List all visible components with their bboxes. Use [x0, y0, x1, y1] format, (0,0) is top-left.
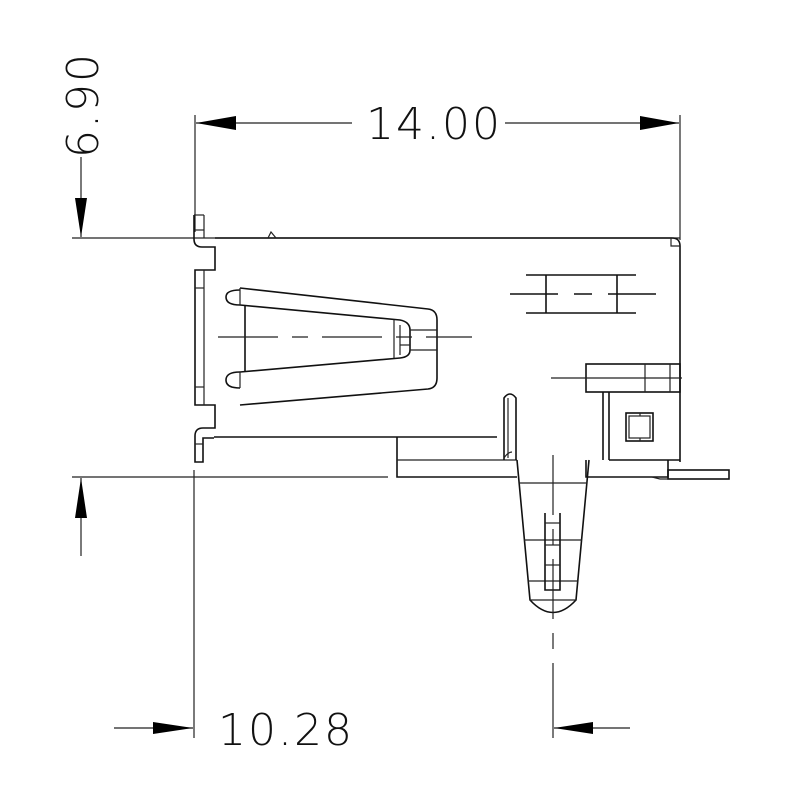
connector-body: [193, 214, 730, 480]
dimension-label-14: 14.00: [366, 99, 502, 150]
arrow-up-icon: [75, 478, 87, 518]
dimension-pin-offset: 10.28: [114, 470, 630, 756]
arrow-right-icon: [640, 116, 679, 130]
connector-pin: [516, 455, 590, 668]
dimension-label-10-28: 10.28: [218, 705, 354, 756]
arrow-down-icon: [75, 198, 87, 237]
arrow-left-icon: [554, 722, 593, 734]
arrow-right-icon: [153, 722, 193, 734]
dimension-overall-length: 14.00: [194, 99, 681, 240]
dimension-label-6-90: 6.90: [58, 52, 109, 158]
window-square: [625, 412, 654, 442]
arrow-left-icon: [196, 116, 236, 130]
